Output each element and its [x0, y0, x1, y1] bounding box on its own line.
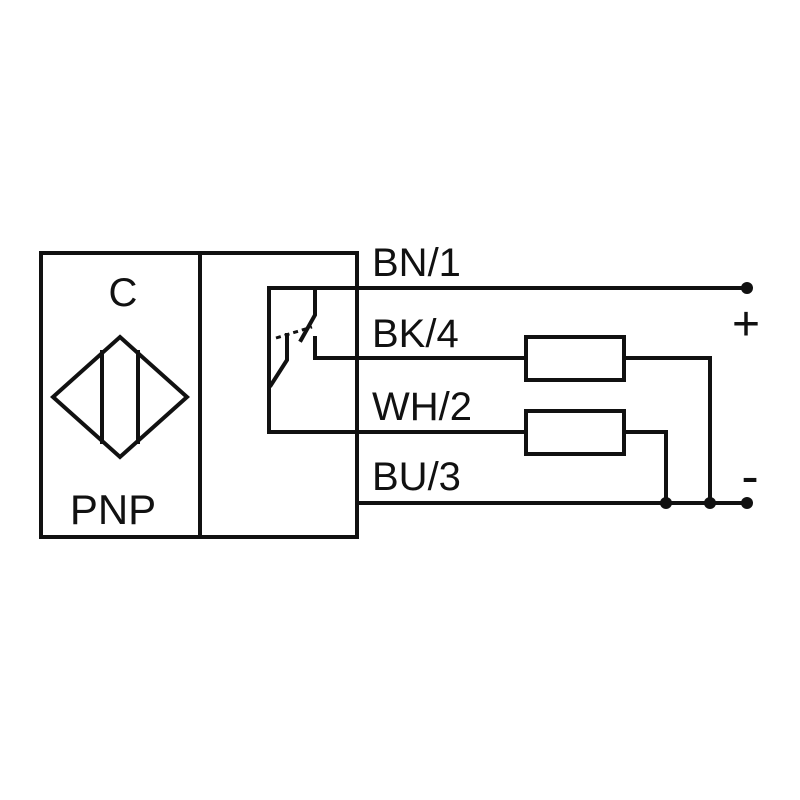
load-resistor-wh: [524, 409, 626, 456]
wire-label-bu: BU/3: [372, 455, 461, 499]
sensing-type-label: C: [109, 271, 138, 315]
switch-contact-left: [268, 333, 289, 388]
supply-positive-label: +: [732, 298, 760, 351]
wire-label-bn: BN/1: [372, 241, 461, 285]
load-resistor-bk: [524, 335, 626, 382]
terminal-positive: [741, 282, 753, 294]
wire-wh-return: [622, 430, 668, 505]
wire-label-wh: WH/2: [372, 385, 472, 429]
junction-bk: [704, 497, 716, 509]
supply-negative-label: -: [741, 448, 758, 506]
switch-contact-lower: [313, 336, 359, 360]
terminal-negative: [741, 497, 753, 509]
junction-wh: [660, 497, 672, 509]
switch-contact-upper: [298, 288, 317, 343]
wire-label-bk: BK/4: [372, 312, 459, 356]
sensing-face-diamond-icon: [50, 334, 190, 460]
switch-actuator-link: [275, 325, 313, 340]
output-type-label: PNP: [70, 486, 156, 533]
wire-bk-return: [622, 356, 712, 505]
